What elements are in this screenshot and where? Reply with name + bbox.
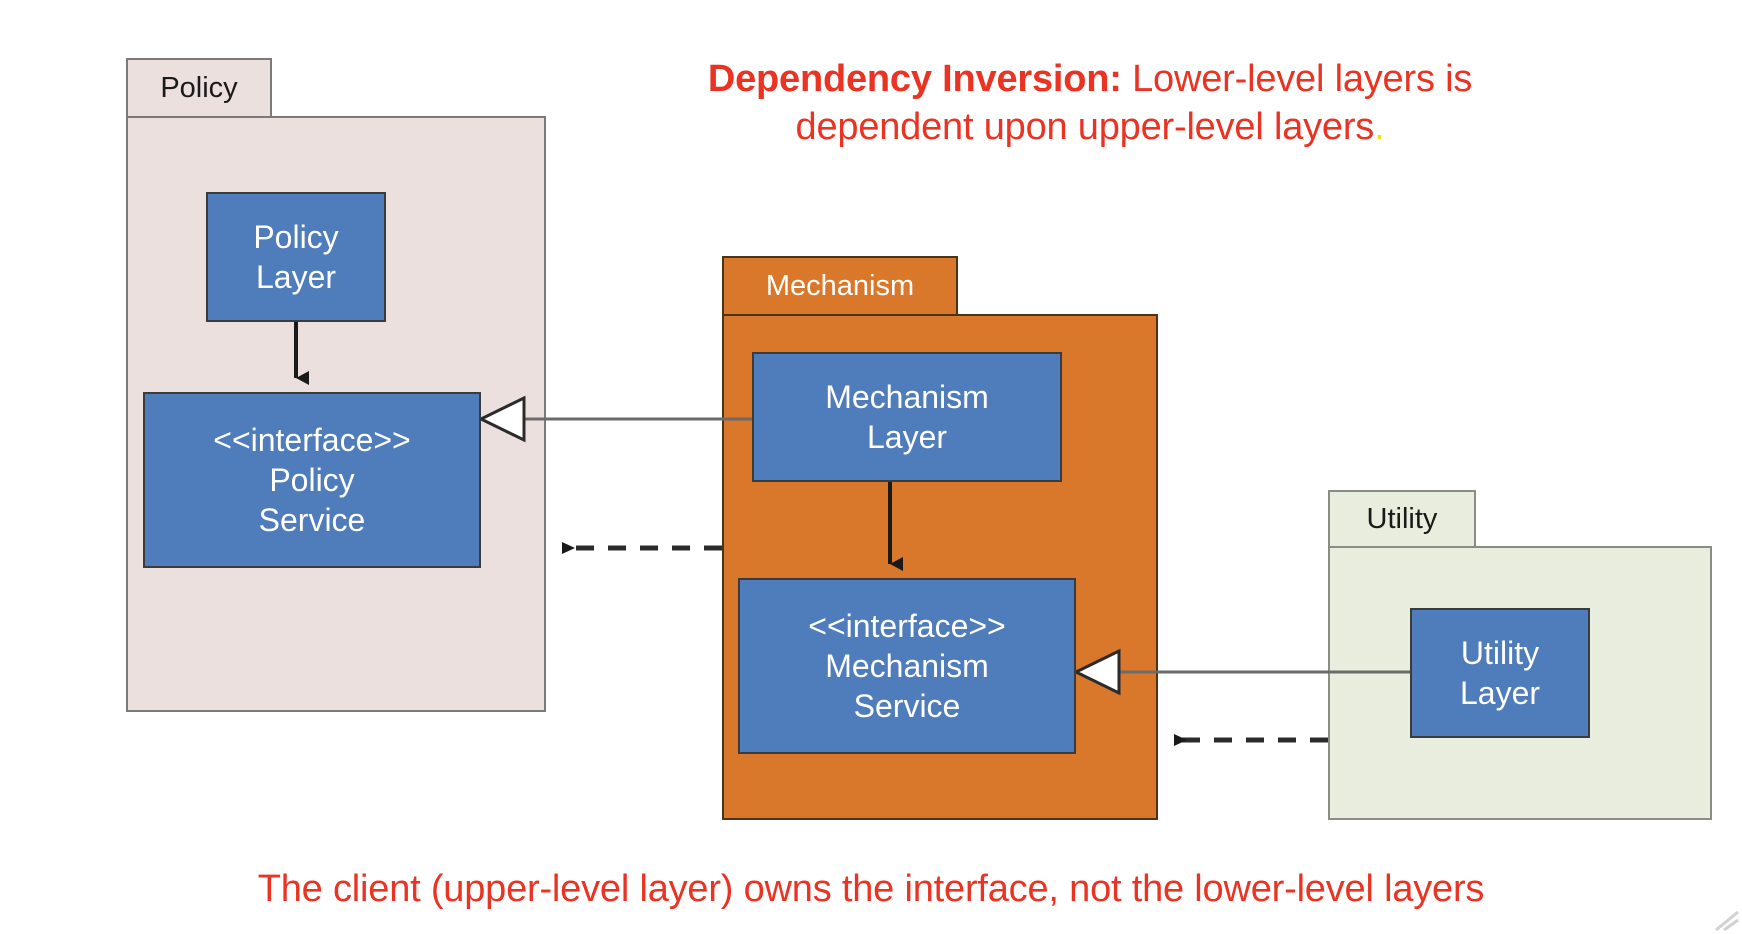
diagram-caption: The client (upper-level layer) owns the … — [0, 866, 1742, 912]
node-mechanism-service[interactable]: <<interface>> Mechanism Service — [738, 578, 1076, 754]
node-mechanism-service-stereotype: <<interface>> — [808, 608, 1006, 644]
package-policy-label: Policy — [160, 71, 238, 104]
package-utility-label: Utility — [1366, 502, 1438, 535]
diagram-title: Dependency Inversion: Lower-level layers… — [620, 55, 1560, 151]
node-mechanism-service-line2: Service — [853, 688, 961, 724]
node-utility-layer[interactable]: Utility Layer — [1410, 608, 1590, 738]
node-mechanism-service-line1: Mechanism — [825, 648, 989, 684]
node-policy-service-line2: Service — [258, 502, 366, 538]
package-mechanism-tab[interactable]: Mechanism — [722, 256, 958, 316]
node-policy-service-stereotype: <<interface>> — [213, 422, 411, 458]
node-policy-layer-line2: Layer — [255, 259, 337, 295]
package-mechanism-label: Mechanism — [765, 269, 915, 302]
node-mechanism-layer[interactable]: Mechanism Layer — [752, 352, 1062, 482]
resize-grip-icon[interactable] — [1714, 910, 1740, 932]
node-mechanism-layer-line1: Mechanism — [825, 379, 989, 415]
title-trailing-dot: . — [1374, 106, 1385, 148]
node-policy-layer[interactable]: Policy Layer — [206, 192, 386, 322]
node-utility-layer-line2: Layer — [1459, 675, 1541, 711]
caption-text: The client (upper-level layer) owns the … — [257, 868, 1485, 910]
node-policy-service[interactable]: <<interface>> Policy Service — [143, 392, 481, 568]
title-rest-text: Lower-level layers is dependent upon upp… — [795, 58, 1473, 148]
package-policy-tab[interactable]: Policy — [126, 58, 272, 118]
package-utility-tab[interactable]: Utility — [1328, 490, 1476, 548]
node-policy-service-line1: Policy — [269, 462, 355, 498]
title-strong-text: Dependency Inversion: — [707, 58, 1122, 100]
node-mechanism-layer-line2: Layer — [866, 419, 948, 455]
node-policy-layer-line1: Policy — [253, 219, 339, 255]
node-utility-layer-line1: Utility — [1460, 635, 1540, 671]
